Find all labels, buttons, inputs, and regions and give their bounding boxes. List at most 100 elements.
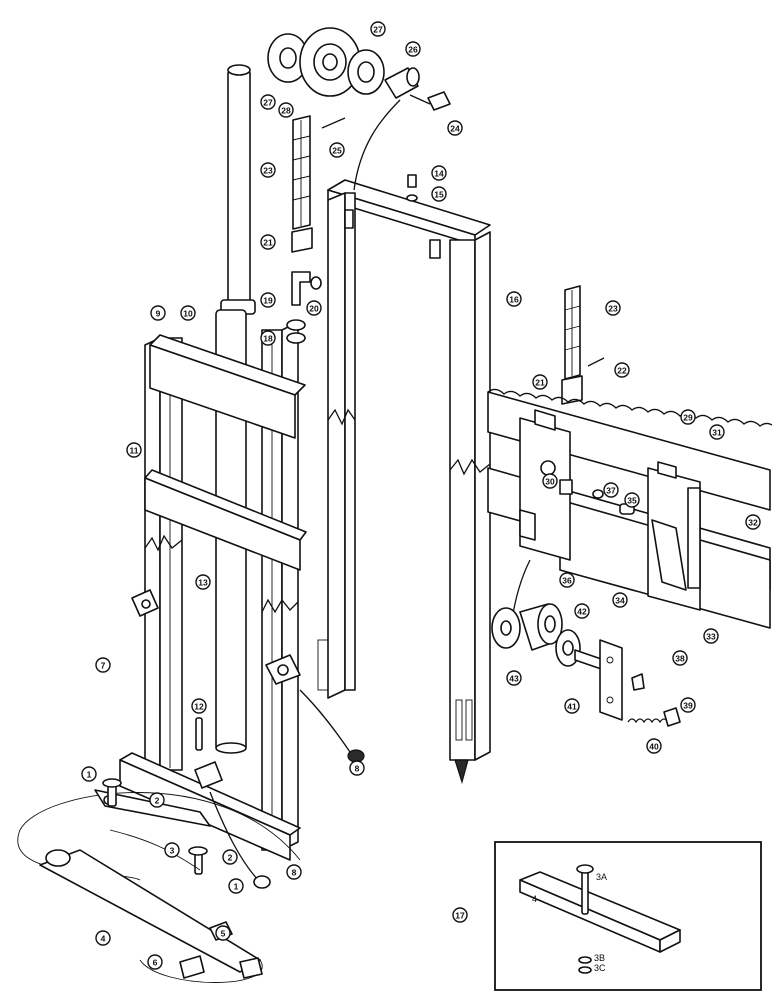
- part-callout: 18: [260, 330, 276, 346]
- callout-circle: [431, 165, 447, 181]
- callout-label: 27: [373, 25, 383, 35]
- callout-circle: [260, 162, 276, 178]
- callout-label: 13: [198, 578, 208, 588]
- callout-circle: [542, 473, 558, 489]
- inset-label: 4: [532, 894, 537, 904]
- callout-label: 1: [234, 882, 239, 892]
- part-callout: 27: [260, 94, 276, 110]
- callout-circle: [195, 574, 211, 590]
- outer-mast: [119, 321, 307, 861]
- callout-label: 35: [627, 496, 637, 506]
- callout-circle: [405, 41, 421, 57]
- callout-label: 28: [281, 106, 291, 116]
- callout-label: 7: [101, 661, 106, 671]
- inset-label: 3C: [594, 963, 606, 973]
- callout-circle: [506, 291, 522, 307]
- callout-label: 6: [153, 958, 158, 968]
- part-callout: 35: [624, 492, 640, 508]
- callout-circle: [646, 738, 662, 754]
- inset-label: 3A: [596, 872, 607, 882]
- part-callout: 2: [222, 849, 238, 865]
- part-callout: 5: [215, 925, 231, 941]
- callout-circle: [81, 766, 97, 782]
- chain-sheave-assembly: [267, 27, 451, 191]
- callout-circle: [278, 102, 294, 118]
- callout-label: 41: [567, 702, 577, 712]
- callout-circle: [605, 300, 621, 316]
- callout-label: 16: [509, 295, 519, 305]
- part-callout: 27: [370, 21, 386, 37]
- part-callout: 11: [126, 442, 142, 458]
- part-callout: 29: [680, 409, 696, 425]
- side-roller-assembly: [491, 603, 681, 727]
- callout-label: 30: [545, 477, 555, 487]
- callout-label: 3: [170, 846, 175, 856]
- inset-label: 3B: [594, 953, 605, 963]
- callout-label: 21: [535, 378, 545, 388]
- callout-circle: [370, 21, 386, 37]
- callout-circle: [709, 424, 725, 440]
- callout-circle: [260, 292, 276, 308]
- callout-circle: [612, 592, 628, 608]
- part-callout: 9: [150, 305, 166, 321]
- part-callout: 19: [260, 292, 276, 308]
- part-callout: 2: [149, 792, 165, 808]
- callout-circle: [95, 657, 111, 673]
- part-callout: 23: [260, 162, 276, 178]
- callout-circle: [126, 442, 142, 458]
- callout-circle: [329, 142, 345, 158]
- callout-label: 26: [408, 45, 418, 55]
- callout-circle: [228, 878, 244, 894]
- part-callout: 26: [405, 41, 421, 57]
- callout-label: 2: [228, 853, 233, 863]
- part-callout: 21: [532, 374, 548, 390]
- callout-circle: [624, 492, 640, 508]
- base-parts: [17, 778, 301, 983]
- callout-label: 23: [263, 166, 273, 176]
- part-callout: 23: [605, 300, 621, 316]
- part-callout: 6: [147, 954, 163, 970]
- callout-circle: [95, 930, 111, 946]
- callout-label: 38: [675, 654, 685, 664]
- callout-circle: [431, 186, 447, 202]
- callout-circle: [680, 409, 696, 425]
- part-callout: 1: [81, 766, 97, 782]
- callout-circle: [215, 925, 231, 941]
- part-callout: 25: [329, 142, 345, 158]
- callout-circle: [147, 954, 163, 970]
- part-callout: 15: [431, 186, 447, 202]
- part-callout: 20: [306, 300, 322, 316]
- part-callout: 38: [672, 650, 688, 666]
- part-callout: 8: [286, 864, 302, 880]
- part-callout: 3: [164, 842, 180, 858]
- part-callout: 32: [745, 514, 761, 530]
- part-callout: 42: [574, 603, 590, 619]
- part-callout: 39: [680, 697, 696, 713]
- callout-label: 32: [748, 518, 758, 528]
- callout-circle: [680, 697, 696, 713]
- left-chain-assembly: [286, 115, 346, 344]
- part-callout: 30: [542, 473, 558, 489]
- part-callout: 40: [646, 738, 662, 754]
- callout-label: 21: [263, 238, 273, 248]
- part-callout: 17: [452, 907, 468, 923]
- part-callout: 14: [431, 165, 447, 181]
- callout-label: 40: [649, 742, 659, 752]
- callout-circle: [703, 628, 719, 644]
- callout-label: 4: [101, 934, 106, 944]
- callout-label: 33: [706, 632, 716, 642]
- callout-label: 43: [509, 674, 519, 684]
- callout-label: 14: [434, 169, 444, 179]
- callout-circle: [349, 760, 365, 776]
- callout-circle: [452, 907, 468, 923]
- callout-circle: [447, 120, 463, 136]
- roller-brackets: [511, 409, 701, 621]
- part-callout: 34: [612, 592, 628, 608]
- callout-circle: [149, 792, 165, 808]
- callout-circle: [574, 603, 590, 619]
- callout-label: 8: [355, 764, 360, 774]
- callout-label: 9: [156, 309, 161, 319]
